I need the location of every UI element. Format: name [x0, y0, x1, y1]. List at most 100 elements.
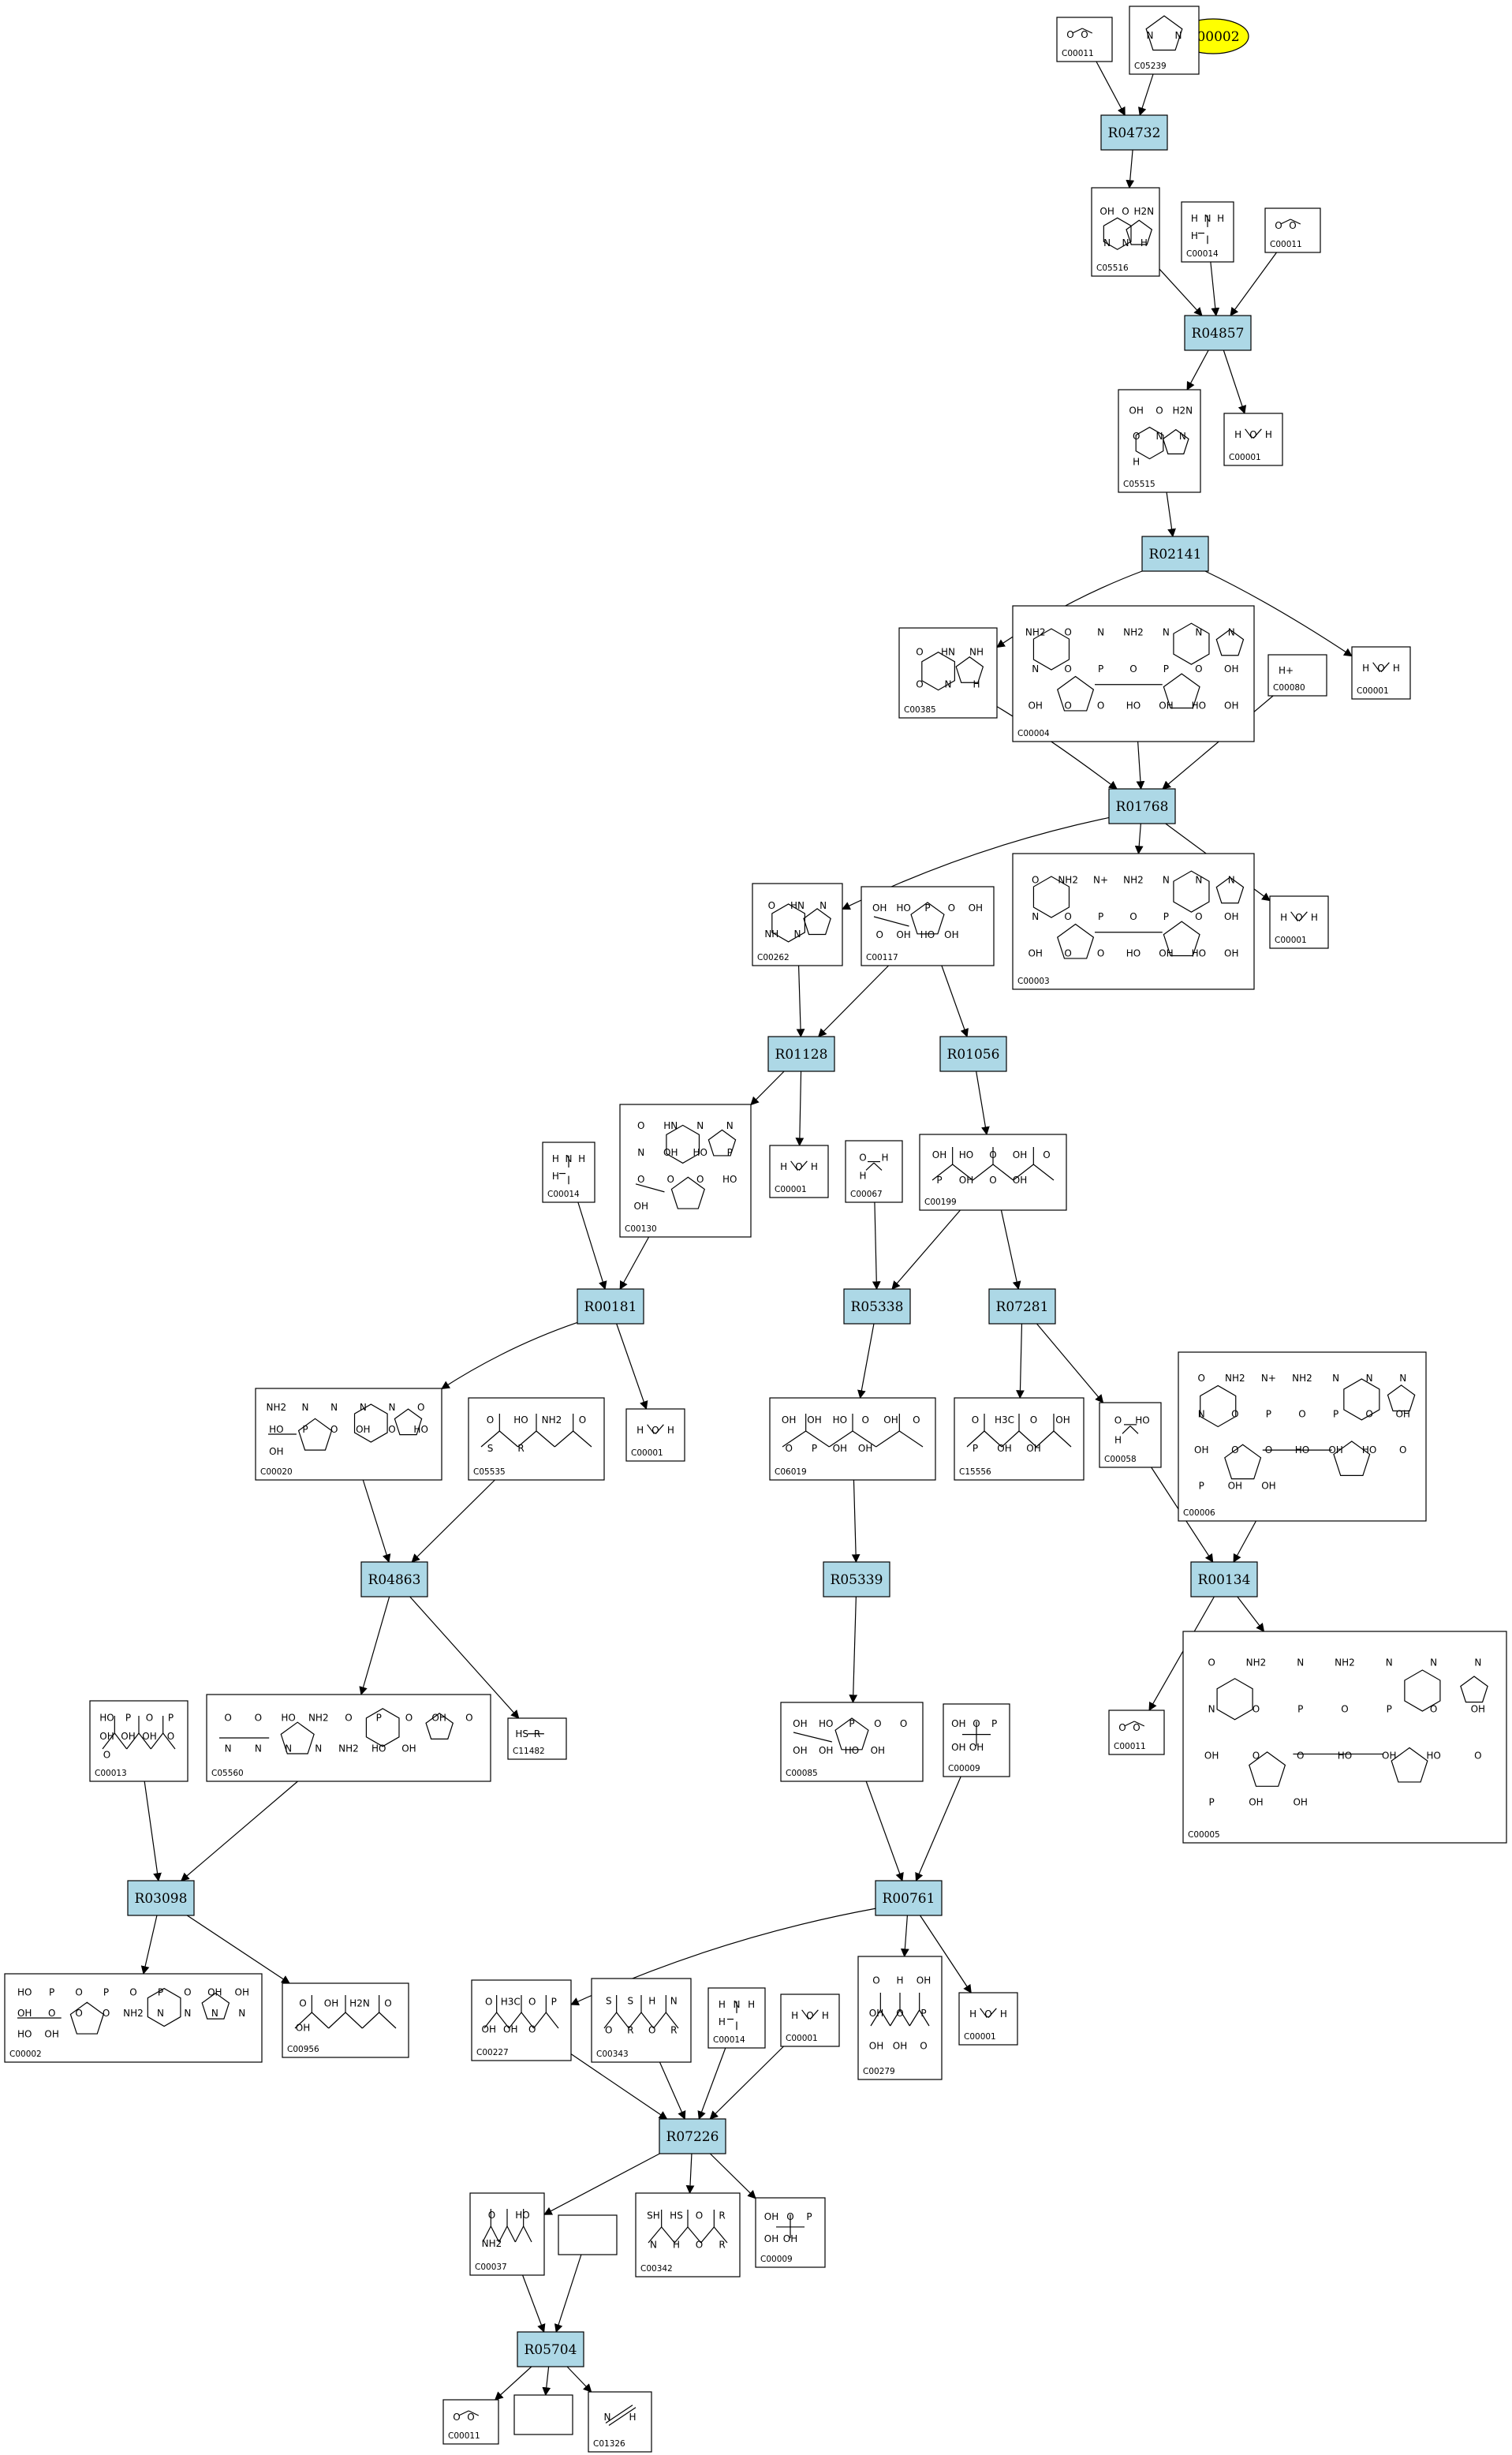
compound-id: C00004: [1017, 729, 1050, 738]
atom-label: N: [330, 1402, 338, 1413]
reaction-r05338[interactable]: R05338: [843, 1288, 911, 1325]
reaction-edge: [619, 1236, 650, 1290]
reaction-label: R05338: [851, 1299, 904, 1315]
atom-label: OH: [207, 1986, 222, 1997]
atom-label: O: [806, 2010, 813, 2021]
reaction-edge: [411, 1479, 495, 1563]
compound-box: [558, 2214, 618, 2255]
reaction-r00134[interactable]: R00134: [1190, 1561, 1258, 1597]
reaction-r00181[interactable]: R00181: [577, 1288, 644, 1325]
atom-label: OH: [1249, 1797, 1263, 1808]
atom-label: O: [605, 2025, 612, 2036]
compound-c00080[interactable]: H+C00080: [1267, 654, 1327, 697]
atom-label: OH: [1013, 1149, 1027, 1160]
atom-label: OH: [793, 1718, 807, 1729]
compound-blank[interactable]: [558, 2214, 618, 2255]
atom-label: O: [651, 1425, 659, 1436]
atom-label: P: [1266, 1408, 1271, 1419]
atom-label: S: [606, 1996, 612, 2007]
bond-ring: [353, 1403, 388, 1443]
reaction-r05339[interactable]: R05339: [823, 1561, 890, 1597]
atom-label: O: [1129, 663, 1137, 674]
bond-ring: [803, 908, 831, 936]
reaction-r05704[interactable]: R05704: [517, 2331, 584, 2367]
reaction-r02141[interactable]: R02141: [1141, 536, 1209, 572]
reaction-box: [767, 1036, 835, 1072]
compound-box: [1223, 413, 1283, 466]
reaction-r01056[interactable]: R01056: [939, 1036, 1007, 1072]
reaction-r04863[interactable]: R04863: [360, 1561, 428, 1597]
compound-box: [857, 1956, 943, 2080]
reaction-r04857[interactable]: R04857: [1184, 315, 1252, 351]
reaction-r03098[interactable]: R03098: [127, 1880, 195, 1916]
reaction-r01128[interactable]: R01128: [767, 1036, 835, 1072]
bond: [801, 2009, 810, 2020]
reaction-box: [1141, 536, 1209, 572]
bond: [523, 2225, 532, 2243]
reaction-box: [127, 1880, 195, 1916]
bond: [1298, 911, 1308, 922]
compound-id: C05515: [1123, 480, 1155, 489]
atom-label: O: [637, 1120, 644, 1131]
compound-blank[interactable]: [513, 2394, 573, 2435]
bond: [508, 2012, 522, 2029]
bond: [828, 1430, 853, 1448]
reaction-r07226[interactable]: R07226: [659, 2118, 726, 2154]
reaction-r04732[interactable]: R04732: [1100, 114, 1168, 151]
atom-label: NH2: [308, 1713, 329, 1724]
reaction-r00761[interactable]: R00761: [875, 1880, 943, 1916]
atom-label: O: [1399, 1444, 1406, 1455]
reaction-r01768[interactable]: R01768: [1108, 788, 1176, 824]
atom-label: O: [75, 1986, 82, 1997]
atom-label: O: [913, 1414, 920, 1426]
reaction-r07281[interactable]: R07281: [988, 1288, 1056, 1325]
